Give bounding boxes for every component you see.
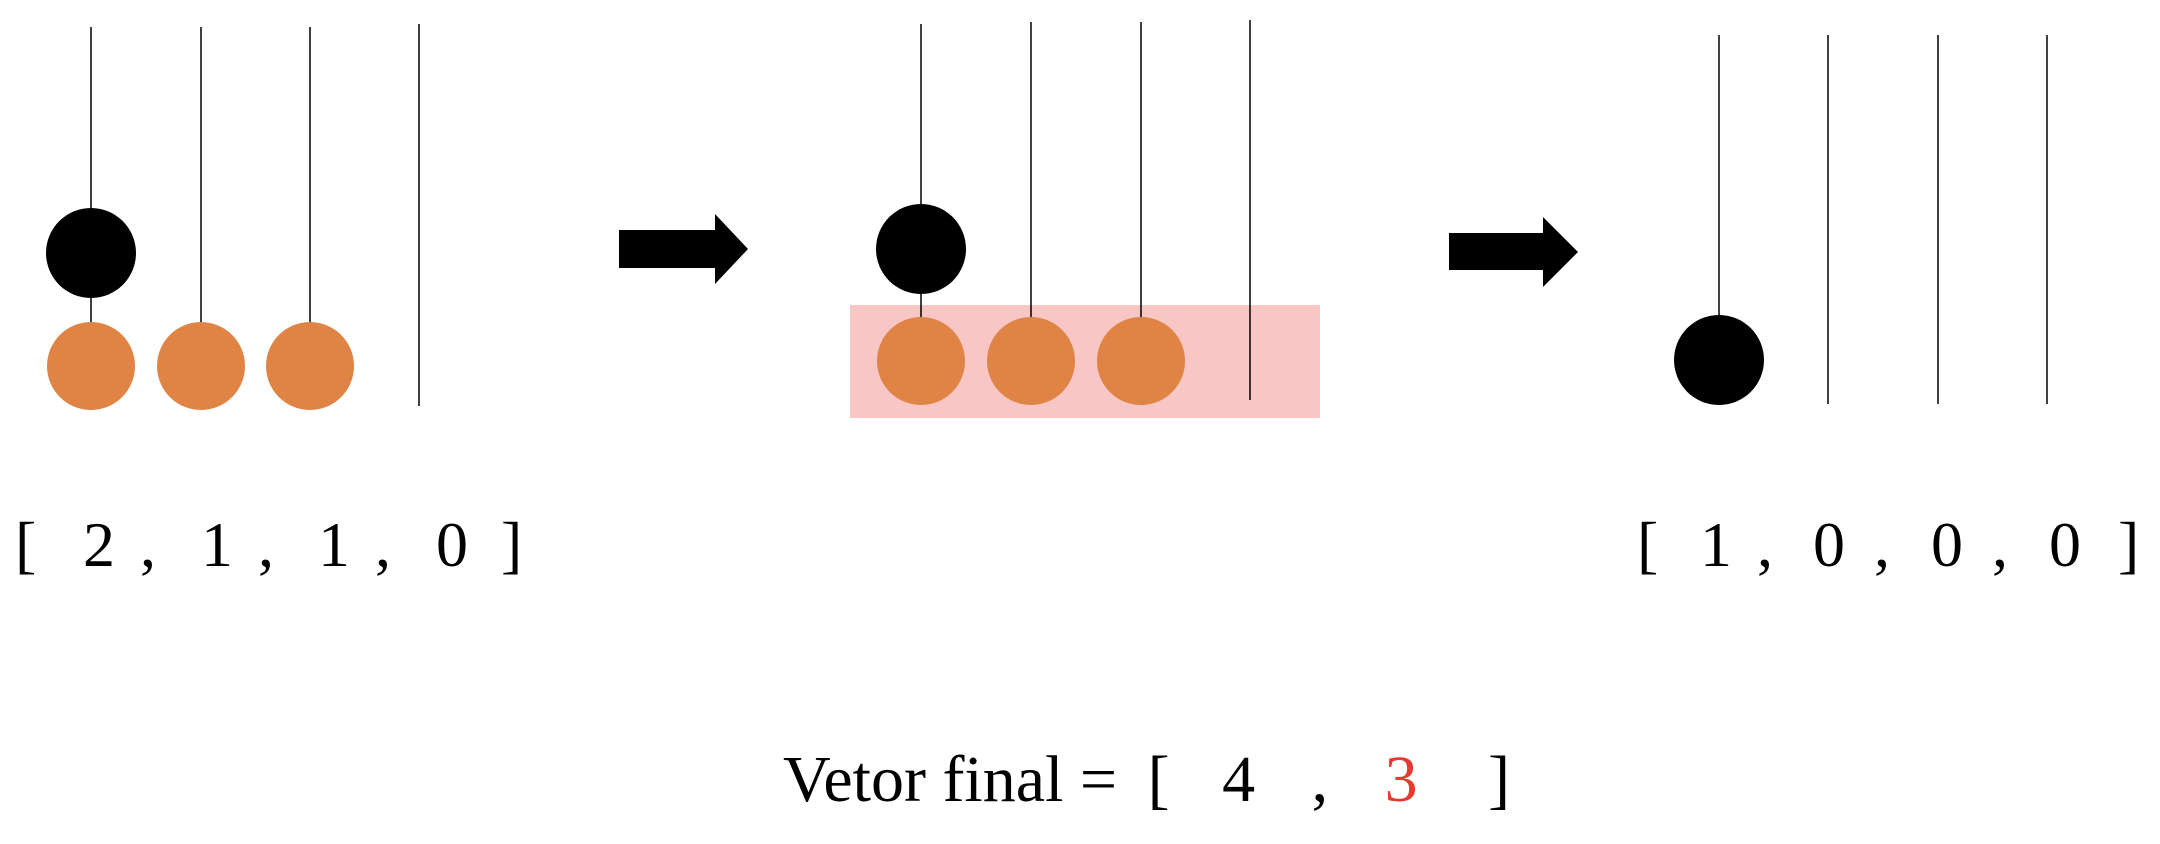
separator: ,: [1757, 509, 1773, 580]
orange-bead: [266, 322, 354, 410]
final-value-second: 3: [1384, 743, 1418, 816]
vector-value: 1: [1700, 509, 1732, 580]
separator: ,: [1311, 743, 1329, 816]
separator: ,: [140, 509, 156, 580]
orange-bead: [1097, 317, 1185, 405]
vector-value: 0: [1931, 509, 1963, 580]
black-bead: [1674, 315, 1764, 405]
vector-right: [ 1 , 0 , 0 , 0 ]: [1637, 508, 2157, 588]
bracket-close: ]: [501, 509, 523, 580]
bracket-open: [: [1637, 509, 1659, 580]
vector-value: 0: [436, 509, 468, 580]
orange-bead: [157, 322, 245, 410]
orange-bead: [877, 317, 965, 405]
orange-bead: [987, 317, 1075, 405]
separator: ,: [375, 509, 391, 580]
bracket-open: [: [1147, 743, 1170, 816]
bracket-open: [: [15, 509, 37, 580]
arrow-right-icon: [619, 214, 748, 284]
final-vector: Vetor final = [ 4 , 3 ]: [783, 742, 1510, 818]
vector-value: 0: [1813, 509, 1845, 580]
black-bead: [876, 204, 966, 294]
separator: ,: [1992, 509, 2008, 580]
vector-value: 1: [201, 509, 233, 580]
final-value-first: 4: [1222, 743, 1256, 816]
vector-value: 2: [83, 509, 115, 580]
bracket-close: ]: [1488, 743, 1511, 816]
separator: ,: [258, 509, 274, 580]
vector-value: 0: [2049, 509, 2081, 580]
bracket-close: ]: [2118, 509, 2140, 580]
panel-initial: [46, 24, 420, 410]
vector-left: [ 2 , 1 , 1 , 0 ]: [15, 508, 522, 588]
panel-result: [1674, 35, 2048, 405]
arrow-right-icon: [1449, 217, 1578, 287]
separator: ,: [1874, 509, 1890, 580]
black-bead: [46, 208, 136, 298]
panel-highlighted: [850, 20, 1320, 418]
orange-bead: [47, 322, 135, 410]
vector-value: 1: [318, 509, 350, 580]
final-label: Vetor final =: [783, 743, 1118, 816]
